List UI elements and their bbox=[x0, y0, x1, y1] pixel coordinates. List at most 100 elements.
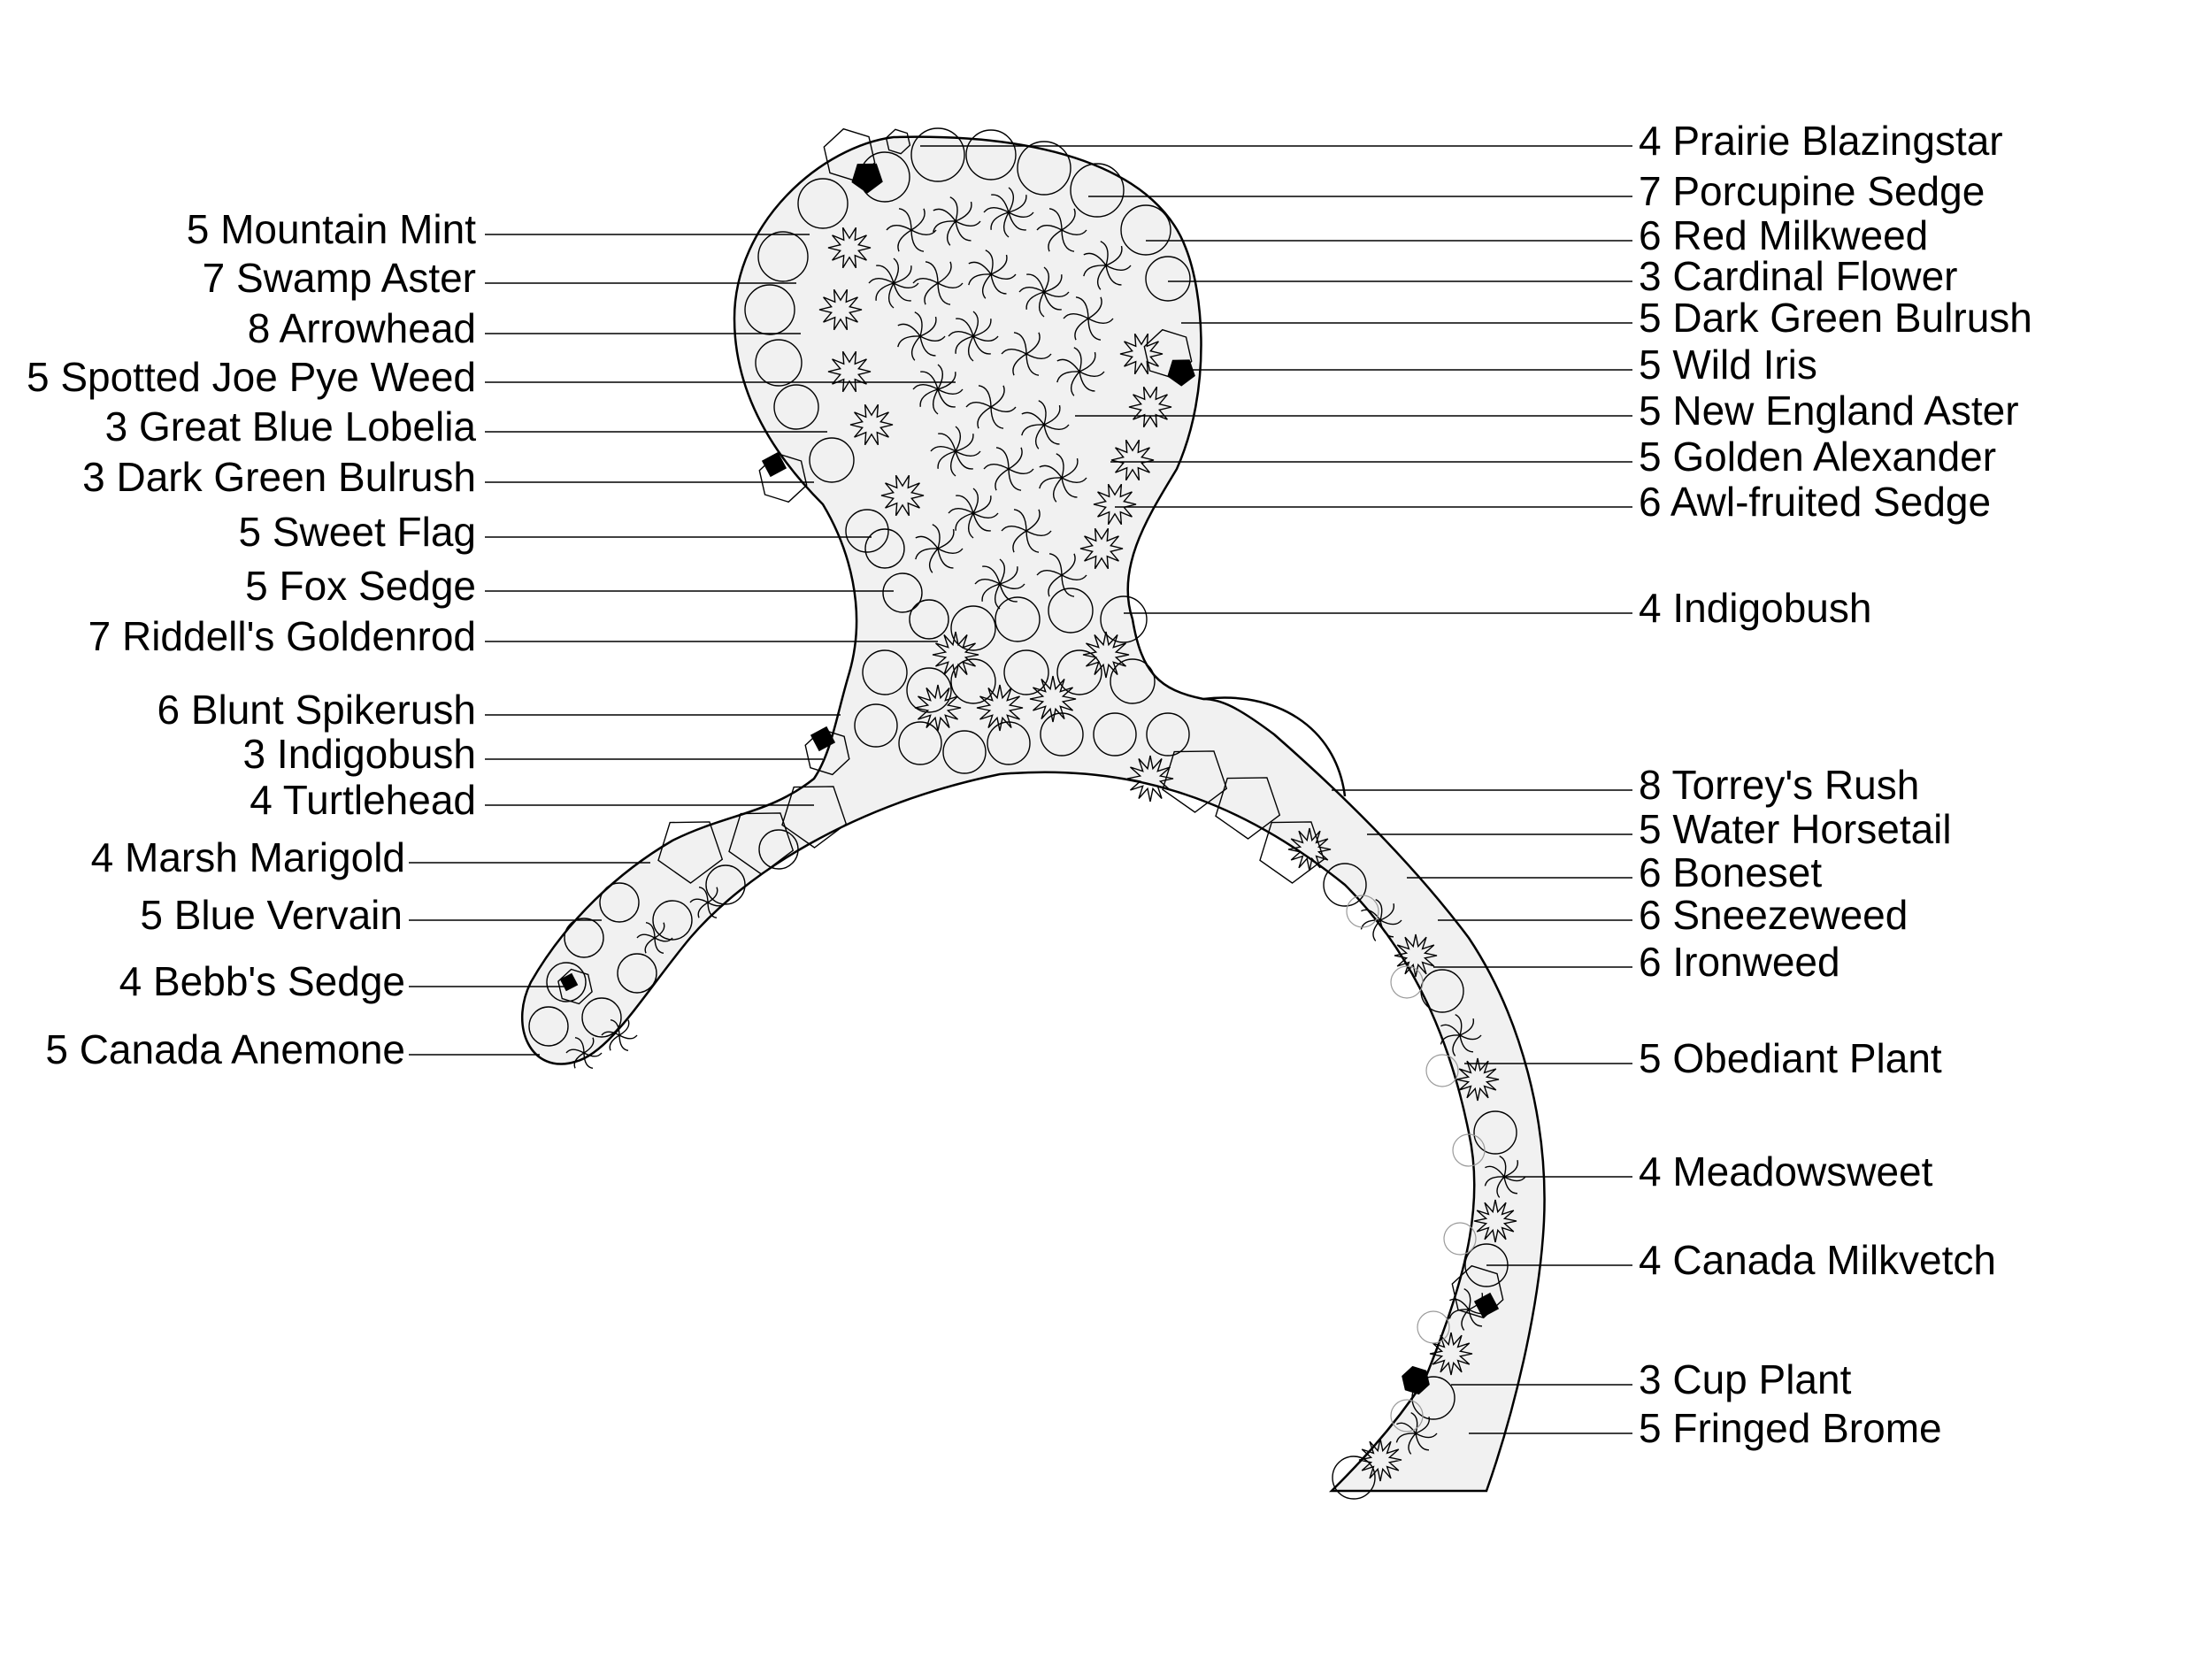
plant-symbol bbox=[1082, 631, 1130, 679]
plant-symbol bbox=[965, 385, 1017, 429]
plant-label: 7 Porcupine Sedge bbox=[1639, 168, 1985, 214]
plant-symbol bbox=[1394, 933, 1438, 978]
plant-label: 6 Awl-fruited Sedge bbox=[1639, 479, 1991, 525]
plant-label: 8 Torrey's Rush bbox=[1639, 762, 1919, 808]
plant-symbol bbox=[912, 364, 964, 415]
plant-label: 6 Sneezeweed bbox=[1639, 892, 1908, 938]
plant-symbol bbox=[1411, 1376, 1455, 1420]
plant-symbol bbox=[906, 667, 952, 713]
plant-symbol bbox=[1259, 821, 1325, 884]
plant-symbol bbox=[948, 311, 999, 362]
plant-symbol bbox=[868, 257, 919, 309]
plant-symbol bbox=[1395, 1411, 1438, 1455]
plant-symbol bbox=[1119, 333, 1164, 375]
left-labels: 5 Mountain Mint 7 Swamp Aster 8 Arrowhea… bbox=[27, 206, 476, 1072]
plant-symbol bbox=[912, 261, 964, 305]
plant-label: 5 Canada Anemone bbox=[45, 1026, 405, 1072]
plant-symbol bbox=[948, 488, 999, 539]
bed-outline bbox=[521, 135, 1546, 1493]
plant-symbol bbox=[1063, 296, 1114, 341]
plant-symbol bbox=[564, 918, 604, 958]
plant-symbol bbox=[915, 524, 964, 573]
plant-symbol bbox=[1040, 712, 1084, 757]
plant-symbol bbox=[827, 227, 872, 269]
plant-label: 5 Sweet Flag bbox=[239, 509, 476, 555]
plant-symbol bbox=[1473, 1199, 1517, 1243]
plant-symbol bbox=[965, 129, 1017, 180]
plant-label: 5 Water Horsetail bbox=[1639, 806, 1952, 852]
plant-symbol bbox=[849, 403, 894, 446]
plant-symbol bbox=[689, 887, 726, 918]
plant-symbol bbox=[974, 558, 1025, 610]
plant-symbol bbox=[528, 1006, 569, 1047]
plant-symbol bbox=[880, 474, 925, 517]
plant-symbol bbox=[581, 997, 622, 1038]
plant-symbol bbox=[744, 284, 795, 335]
plant-symbol bbox=[1420, 969, 1464, 1013]
plant-symbol bbox=[968, 250, 1017, 299]
plant-label: 4 Indigobush bbox=[1639, 585, 1871, 631]
plant-symbol bbox=[652, 900, 693, 941]
plant-symbol bbox=[987, 721, 1031, 765]
plant-symbol bbox=[910, 127, 965, 182]
plant-symbol bbox=[827, 350, 872, 393]
plant-symbol bbox=[810, 726, 836, 752]
plant-symbol bbox=[599, 882, 640, 923]
plant-label: 6 Red Milkweed bbox=[1639, 212, 1928, 258]
plant-symbol bbox=[1473, 1110, 1517, 1155]
plant-symbol bbox=[897, 311, 946, 361]
plant-symbol bbox=[1390, 965, 1424, 999]
plant-symbol bbox=[1128, 386, 1172, 428]
plant-symbol bbox=[845, 509, 889, 553]
plant-symbol bbox=[976, 684, 1024, 732]
plant-symbol bbox=[758, 829, 799, 870]
plant-label: 5 Fox Sedge bbox=[245, 563, 476, 609]
plant-symbol bbox=[886, 208, 937, 252]
plant-symbol bbox=[1001, 332, 1052, 376]
plant-label: 5 New England Aster bbox=[1639, 388, 2019, 434]
plant-label: 5 Wild Iris bbox=[1639, 342, 1817, 388]
plant-symbol bbox=[885, 128, 911, 155]
plant-label: 5 Blue Vervain bbox=[140, 892, 403, 938]
plant-symbol bbox=[818, 288, 863, 331]
plant-symbol bbox=[1145, 256, 1191, 302]
plant-symbol bbox=[851, 163, 883, 194]
plant-label: 6 Ironweed bbox=[1639, 939, 1840, 985]
plant-symbol bbox=[1110, 658, 1156, 704]
plant-symbol bbox=[773, 384, 819, 430]
plant-symbol bbox=[909, 599, 949, 640]
plant-symbol bbox=[1029, 675, 1077, 723]
plant-symbol bbox=[1018, 266, 1070, 318]
plant-symbol bbox=[983, 447, 1034, 491]
plant-symbol bbox=[1484, 1155, 1526, 1198]
plant-symbol bbox=[1215, 777, 1281, 840]
plant-symbol bbox=[1455, 1057, 1500, 1102]
plant-symbol bbox=[705, 864, 746, 905]
plant-label: 3 Cardinal Flower bbox=[1639, 253, 1957, 299]
plant-symbol bbox=[758, 452, 808, 503]
plant-symbol bbox=[1402, 1365, 1430, 1395]
plant-symbol bbox=[546, 962, 587, 1002]
plant-symbol bbox=[761, 451, 787, 478]
plant-symbol bbox=[1429, 1332, 1473, 1376]
plant-symbol bbox=[1417, 1310, 1450, 1344]
plant-symbol bbox=[1448, 1287, 1491, 1331]
plant-symbol bbox=[1110, 439, 1155, 481]
plant-symbol bbox=[804, 728, 850, 776]
plant-label: 7 Riddell's Goldenrod bbox=[88, 613, 476, 659]
plant-symbol bbox=[983, 187, 1034, 238]
plant-symbol bbox=[1390, 1399, 1424, 1432]
plant-label: 8 Arrowhead bbox=[248, 305, 476, 351]
plant-label: 3 Cup Plant bbox=[1639, 1356, 1852, 1402]
plant-symbol bbox=[898, 721, 942, 765]
plant-label: 4 Prairie Blazingstar bbox=[1639, 118, 2003, 164]
plant-symbol bbox=[1332, 1455, 1376, 1500]
plant-symbol bbox=[809, 437, 855, 483]
plant-symbol bbox=[1048, 588, 1094, 634]
plant-symbol bbox=[1358, 1438, 1402, 1482]
plant-label: 5 Dark Green Bulrush bbox=[1639, 295, 2032, 341]
plant-symbol bbox=[942, 730, 987, 774]
plant-symbol bbox=[557, 968, 593, 1005]
plant-symbol bbox=[1079, 527, 1124, 570]
